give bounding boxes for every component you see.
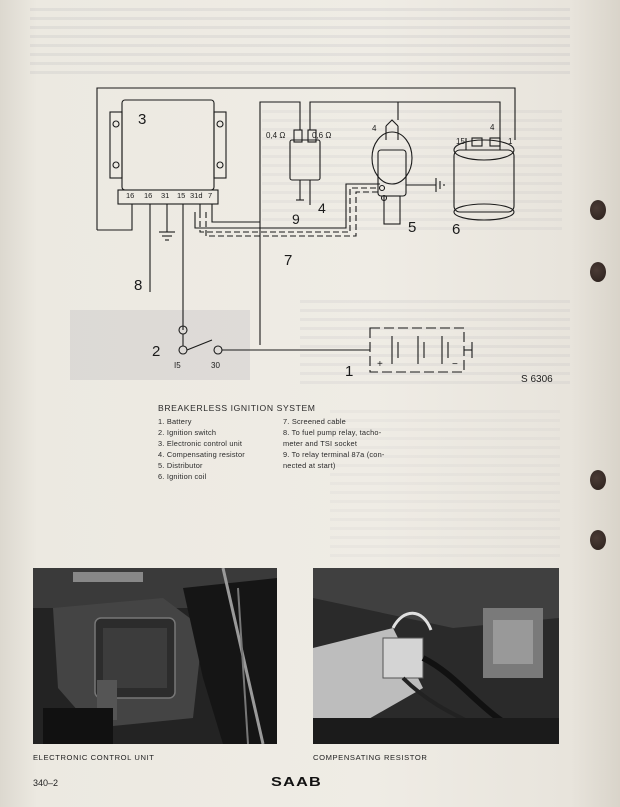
coil-terminal-1: 1 bbox=[508, 137, 513, 146]
label-component-7: 7 bbox=[284, 252, 292, 269]
distributor-terminal-4: 4 bbox=[372, 124, 377, 133]
photo-electronic-control-unit bbox=[33, 568, 277, 744]
mount-hole-2 bbox=[112, 161, 120, 169]
control-unit-flange-right bbox=[213, 111, 227, 179]
label-component-4: 4 bbox=[318, 200, 326, 216]
legend-item: 2. Ignition switch bbox=[158, 428, 217, 437]
wire-top bbox=[96, 87, 516, 230]
legend-item: 8. To fuel pump relay, tacho- meter and … bbox=[283, 428, 382, 448]
control-unit-flange-left bbox=[109, 111, 123, 179]
binder-hole bbox=[590, 262, 606, 282]
diagram-caption: BREAKERLESS IGNITION SYSTEM 1. Battery 2… bbox=[158, 403, 458, 482]
label-component-2: 2 bbox=[152, 343, 160, 360]
label-component-1: 1 bbox=[345, 363, 353, 380]
bleed-through-top bbox=[30, 8, 570, 80]
legend-item: 4. Compensating resistor bbox=[158, 450, 245, 459]
coil-terminal-15: 15 bbox=[456, 137, 465, 146]
terminal-7: 7 bbox=[208, 191, 212, 200]
terminal-16b: 16 bbox=[144, 191, 152, 200]
battery bbox=[369, 327, 465, 373]
screened-cable bbox=[199, 187, 380, 233]
bleed-through-photo bbox=[70, 310, 250, 380]
label-component-6: 6 bbox=[452, 221, 460, 238]
caption-title: BREAKERLESS IGNITION SYSTEM bbox=[158, 403, 316, 413]
legend-item: 5. Distributor bbox=[158, 461, 203, 470]
binder-hole bbox=[590, 530, 606, 550]
photo-caption-ecu: ELECTRONIC CONTROL UNIT bbox=[33, 753, 155, 762]
label-component-3: 3 bbox=[138, 111, 146, 128]
page-number: 340–2 bbox=[33, 778, 59, 788]
label-component-9: 9 bbox=[292, 211, 300, 227]
bleed-through-mid bbox=[300, 300, 570, 390]
mount-hole-1 bbox=[112, 120, 120, 128]
saab-logo: SAAB bbox=[271, 774, 323, 789]
legend-item: 7. Screened cable bbox=[283, 417, 346, 426]
mount-hole-3 bbox=[216, 120, 224, 128]
control-unit-body bbox=[121, 99, 215, 191]
resistor-value-1: 0,4 Ω bbox=[266, 131, 285, 140]
wire-resistor-coil bbox=[259, 101, 301, 220]
resistor-value-2: 0,6 Ω bbox=[312, 131, 331, 140]
terminal-31: 31 bbox=[161, 191, 169, 200]
coil-terminal-4: 4 bbox=[490, 123, 495, 132]
legend-item: 6. Ignition coil bbox=[158, 472, 207, 481]
switch-terminal-30 bbox=[213, 345, 223, 355]
bleed-through-lower bbox=[330, 410, 560, 560]
photo-compensating-resistor bbox=[313, 568, 559, 744]
legend-item: 3. Electronic control unit bbox=[158, 439, 243, 448]
terminal-16a: 16 bbox=[126, 191, 134, 200]
wire-16a bbox=[97, 212, 133, 231]
mount-hole-4 bbox=[216, 161, 224, 169]
binder-hole bbox=[590, 200, 606, 220]
switch-label-30: 30 bbox=[211, 361, 220, 370]
distributor-body bbox=[377, 149, 407, 197]
legend-left-column: 1. Battery 2. Ignition switch 3. Electro… bbox=[158, 416, 283, 482]
legend-right-column: 7. Screened cable 8. To fuel pump relay,… bbox=[283, 416, 423, 482]
terminal-15: 15 bbox=[177, 191, 185, 200]
switch-label-15: I5 bbox=[174, 361, 181, 370]
battery-plus: + bbox=[377, 359, 383, 370]
label-component-5: 5 bbox=[408, 219, 416, 236]
control-unit-base bbox=[117, 189, 219, 205]
ignition-coil-top bbox=[453, 139, 515, 161]
legend-item: 1. Battery bbox=[158, 417, 192, 426]
distributor-cap bbox=[371, 131, 413, 185]
terminal-31d: 31d bbox=[190, 191, 203, 200]
legend-item: 9. To relay terminal 87a (con- nected at… bbox=[283, 450, 385, 470]
figure-number: S 6306 bbox=[521, 374, 553, 385]
binder-hole bbox=[590, 470, 606, 490]
wire-resistor-top bbox=[309, 101, 501, 140]
wire-7-cu bbox=[211, 212, 260, 223]
label-component-8: 8 bbox=[134, 277, 142, 294]
photo-caption-resistor: COMPENSATING RESISTOR bbox=[313, 753, 428, 762]
ignition-coil-body bbox=[453, 149, 515, 213]
wiring-diagram: 3 4 9 5 6 7 8 2 1 16 16 31 15 31d 7 0,4 … bbox=[96, 87, 516, 380]
legend: 1. Battery 2. Ignition switch 3. Electro… bbox=[158, 416, 458, 482]
compensating-resistor bbox=[289, 139, 321, 181]
battery-minus: − bbox=[452, 359, 458, 370]
